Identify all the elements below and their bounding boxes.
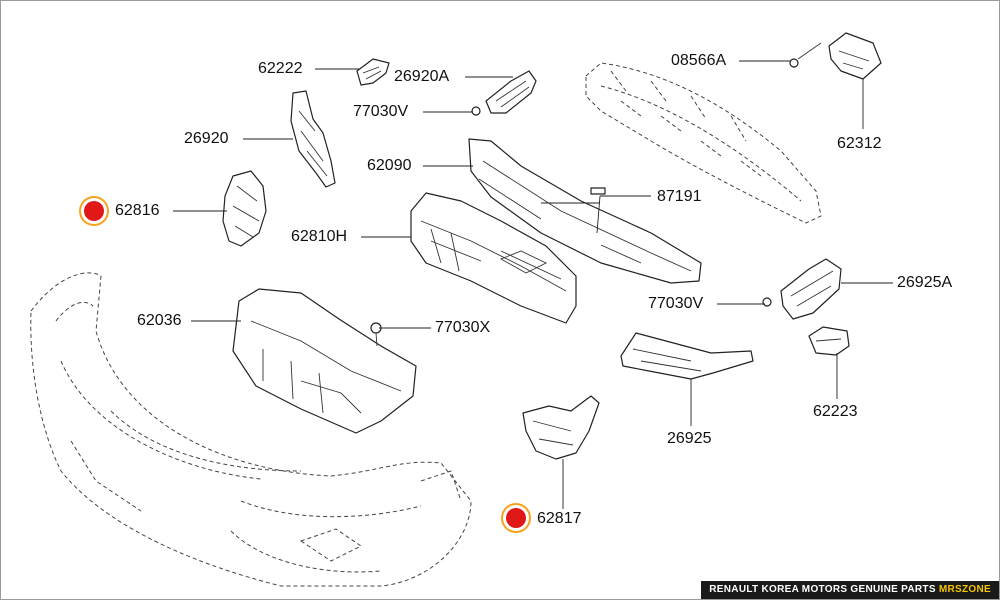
label-26920a: 26920A (394, 68, 450, 85)
label-62223: 62223 (813, 403, 858, 420)
part-77030v-nut-upper (471, 106, 481, 116)
reinforcement-beam (585, 62, 822, 224)
part-26920a-bracket (485, 70, 537, 114)
footer-banner: RENAULT KOREA MOTORS GENUINE PARTS MRSZO… (701, 581, 999, 599)
label-62090: 62090 (367, 157, 412, 174)
label-77030v-lower: 77030V (648, 295, 704, 312)
label-62036: 62036 (137, 312, 182, 329)
part-26920-bracket (290, 90, 336, 188)
label-08566a: 08566A (671, 52, 727, 69)
part-87191 (590, 187, 606, 195)
label-77030x: 77030X (435, 319, 491, 336)
part-62312-latch (828, 32, 882, 80)
part-26925-bracket (620, 332, 754, 380)
label-87191: 87191 (657, 188, 702, 205)
label-26920: 26920 (184, 130, 229, 147)
label-62312: 62312 (837, 135, 882, 152)
label-62816: 62816 (115, 202, 160, 219)
highlight-marker-62816 (84, 201, 104, 221)
part-08566a-bolt (789, 42, 822, 68)
highlight-marker-62817 (506, 508, 526, 528)
leader-lines (173, 60, 893, 509)
label-26925a: 26925A (897, 274, 953, 291)
part-62816-bracket (222, 170, 267, 247)
part-26925a-bracket (780, 258, 842, 320)
bumper-fascia (30, 272, 472, 587)
footer-text: RENAULT KOREA MOTORS GENUINE PARTS (709, 584, 936, 595)
label-62222: 62222 (258, 60, 303, 77)
label-26925: 26925 (667, 430, 712, 447)
footer-brand: MRSZONE (938, 584, 991, 595)
part-62222-clip (356, 58, 390, 86)
part-77030v-nut-lower (762, 297, 772, 307)
part-62810h-frame (410, 192, 577, 324)
part-62090-absorber (468, 138, 702, 284)
label-62810h: 62810H (291, 228, 348, 245)
part-62817-bracket (522, 395, 600, 460)
part-62223-clip (808, 326, 850, 356)
label-62817: 62817 (537, 510, 582, 527)
label-77030v-upper: 77030V (353, 103, 409, 120)
part-62036-support (232, 288, 417, 434)
